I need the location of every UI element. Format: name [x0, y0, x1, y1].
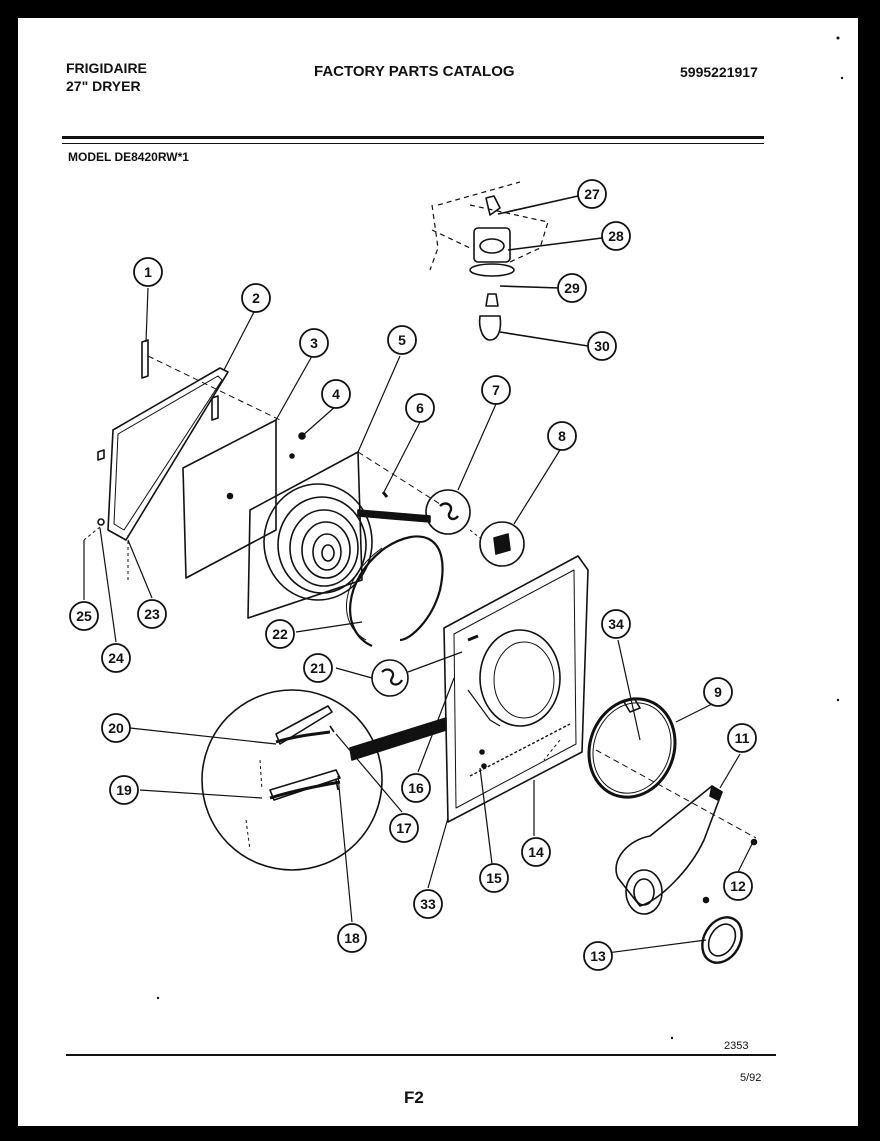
callout-circle-21: [303, 653, 333, 683]
callout-label-21: 21: [310, 660, 326, 676]
callout-label-3: 3: [310, 335, 318, 351]
scan-specks: [156, 36, 844, 1040]
dryer-front-panel: [443, 555, 589, 823]
callout-label-12: 12: [730, 878, 746, 894]
revision-date: 5/92: [740, 1072, 762, 1084]
callout-circle-24: [101, 643, 131, 673]
callout-circle-6: [405, 393, 435, 423]
header-rule-thin: [62, 143, 764, 144]
callout-circle-33: [413, 889, 443, 919]
model-label: MODEL DE8420RW*1: [68, 150, 189, 164]
callout-label-4: 4: [332, 386, 340, 402]
callout-circle-19: [109, 775, 139, 805]
outer-door-panel: [83, 339, 281, 580]
callout-label-2: 2: [252, 290, 260, 306]
door-seal-ring: [345, 535, 444, 648]
callout-circle-9: [703, 677, 733, 707]
callout-circle-14: [521, 837, 551, 867]
callout-label-24: 24: [108, 650, 124, 666]
footer-rule: [66, 1054, 776, 1056]
door-latch-detail: [371, 651, 463, 697]
callout-label-34: 34: [608, 616, 624, 632]
leader-lines: [83, 287, 753, 957]
callout-label-28: 28: [608, 228, 624, 244]
callout-circle-16: [401, 773, 431, 803]
callout-group: 1234567891112131415161718192021222324252…: [69, 179, 757, 971]
callout-label-30: 30: [594, 338, 610, 354]
callout-circle-15: [479, 863, 509, 893]
inner-door-liner: [182, 419, 277, 579]
callout-label-6: 6: [416, 400, 424, 416]
callout-circle-30: [587, 331, 617, 361]
callout-circle-34: [601, 609, 631, 639]
callout-circle-11: [727, 723, 757, 753]
lint-duct: [615, 785, 758, 915]
callout-circle-29: [557, 273, 587, 303]
callout-label-13: 13: [590, 948, 606, 964]
door-front-grille: [247, 432, 441, 619]
callout-label-16: 16: [408, 780, 424, 796]
callout-label-15: 15: [486, 870, 502, 886]
callout-label-18: 18: [344, 930, 360, 946]
header-rule-thick: [62, 136, 764, 139]
callout-circle-3: [299, 328, 329, 358]
duct-seal-ring: [701, 916, 743, 964]
callout-label-33: 33: [420, 896, 436, 912]
callout-label-9: 9: [714, 684, 722, 700]
callout-label-1: 1: [144, 264, 152, 280]
callout-label-5: 5: [398, 332, 406, 348]
callout-circle-13: [583, 941, 613, 971]
callout-circle-17: [389, 813, 419, 843]
callout-circle-18: [337, 923, 367, 953]
callout-circle-1: [133, 257, 163, 287]
callout-label-25: 25: [76, 608, 92, 624]
page-number: F2: [404, 1088, 424, 1107]
callout-label-20: 20: [108, 720, 124, 736]
front-bearing-ring: [587, 697, 757, 839]
callout-circle-23: [137, 599, 167, 629]
callout-circle-4: [321, 379, 351, 409]
callout-label-17: 17: [396, 820, 412, 836]
door-strike-detail: [469, 521, 525, 567]
callout-label-7: 7: [492, 382, 500, 398]
callout-circle-25: [69, 601, 99, 631]
catalog-title: FACTORY PARTS CATALOG: [314, 63, 515, 80]
catalog-page: FRIGIDAIRE 27" DRYER FACTORY PARTS CATAL…: [18, 18, 858, 1126]
latch-detail-magnifier: [201, 689, 447, 871]
callout-circle-22: [265, 619, 295, 649]
callout-label-22: 22: [272, 626, 288, 642]
drawing-number: 2353: [724, 1040, 749, 1052]
callout-label-8: 8: [558, 428, 566, 444]
callout-circle-7: [481, 375, 511, 405]
exploded-parts-diagram: 1234567891112131415161718192021222324252…: [69, 36, 844, 1040]
callout-label-19: 19: [116, 782, 132, 798]
callout-label-23: 23: [144, 606, 160, 622]
callout-circle-5: [387, 325, 417, 355]
product-label: 27" DRYER: [66, 78, 141, 94]
callout-label-14: 14: [528, 844, 544, 860]
callout-circle-20: [101, 713, 131, 743]
callout-label-29: 29: [564, 280, 580, 296]
lamp-socket-assembly: [429, 181, 603, 347]
hinge-detail: [357, 489, 471, 535]
callout-circle-27: [577, 179, 607, 209]
brand-label: FRIGIDAIRE: [66, 60, 147, 76]
callout-circle-8: [547, 421, 577, 451]
callout-label-27: 27: [584, 186, 600, 202]
callout-circle-12: [723, 871, 753, 901]
callout-label-11: 11: [735, 730, 750, 746]
callout-circle-2: [241, 283, 271, 313]
catalog-number: 5995221917: [680, 64, 758, 80]
callout-circle-28: [601, 221, 631, 251]
